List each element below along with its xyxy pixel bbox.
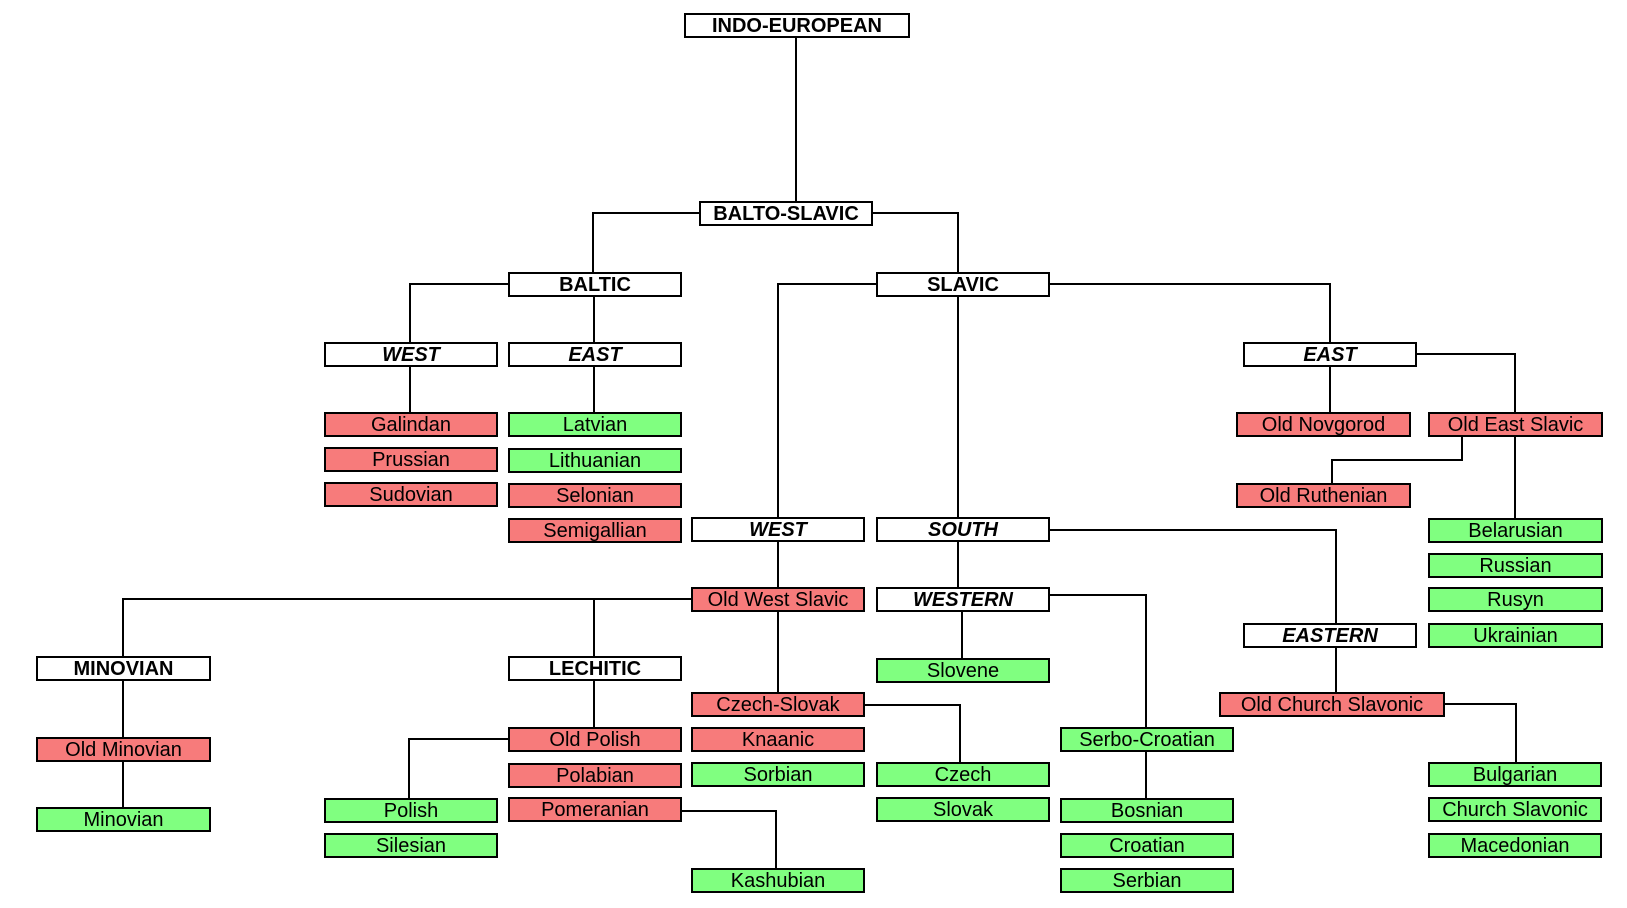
node-old-church-slavonic: Old Church Slavonic xyxy=(1219,692,1445,717)
connector-pomeranian-kashubian xyxy=(681,810,777,868)
node-old-polish: Old Polish xyxy=(508,727,682,752)
node-old-west-slavic: Old West Slavic xyxy=(691,587,865,612)
node-galindan: Galindan xyxy=(324,412,498,437)
node-czech: Czech xyxy=(876,762,1050,787)
connector-western-serbo-croatian xyxy=(1050,594,1147,727)
node-kashubian: Kashubian xyxy=(691,868,865,893)
node-bosnian: Bosnian xyxy=(1060,798,1234,823)
node-slavic-south: SOUTH xyxy=(876,517,1050,542)
node-sorbian: Sorbian xyxy=(691,762,865,787)
node-ukrainian: Ukrainian xyxy=(1428,623,1603,648)
node-sudovian: Sudovian xyxy=(324,482,498,507)
node-macedonian: Macedonian xyxy=(1428,833,1602,858)
node-church-slavonic: Church Slavonic xyxy=(1428,797,1602,822)
node-indo-european: INDO-EUROPEAN xyxy=(684,13,910,38)
connector-balto-slavic-baltic xyxy=(592,212,699,272)
node-croatian: Croatian xyxy=(1060,833,1234,858)
node-pomeranian: Pomeranian xyxy=(508,797,682,822)
node-semigallian: Semigallian xyxy=(508,518,682,543)
node-serbo-croatian: Serbo-Croatian xyxy=(1060,727,1234,752)
node-polabian: Polabian xyxy=(508,763,682,788)
node-latvian: Latvian xyxy=(508,412,682,437)
node-old-novgorod: Old Novgorod xyxy=(1236,412,1411,437)
node-old-ruthenian: Old Ruthenian xyxy=(1236,483,1411,508)
connector-czech-slovak-czech xyxy=(865,704,961,762)
node-baltic: BALTIC xyxy=(508,272,682,297)
node-slovak: Slovak xyxy=(876,797,1050,822)
connector-ocs-bulgarian xyxy=(1445,703,1517,762)
connector-slavic-east xyxy=(1048,283,1331,342)
node-western: WESTERN xyxy=(876,587,1050,612)
node-czech-slovak: Czech-Slovak xyxy=(691,692,865,717)
node-slavic-west: WEST xyxy=(691,517,865,542)
node-lechitic: LECHITIC xyxy=(508,656,682,681)
connector-ows-minovian xyxy=(122,598,691,656)
node-baltic-east: EAST xyxy=(508,342,682,367)
node-polish: Polish xyxy=(324,798,498,823)
node-serbian: Serbian xyxy=(1060,868,1234,893)
node-old-minovian: Old Minovian xyxy=(36,737,211,762)
connector-east-old-east-slavic xyxy=(1416,353,1516,412)
connector-south-eastern xyxy=(1050,529,1337,623)
node-eastern: EASTERN xyxy=(1243,623,1417,648)
node-slavic: SLAVIC xyxy=(876,272,1050,297)
connector-oes-old-ruthenian xyxy=(1331,436,1463,483)
connector-baltic-west xyxy=(409,283,508,342)
node-bulgarian: Bulgarian xyxy=(1428,762,1602,787)
node-balto-slavic: BALTO-SLAVIC xyxy=(699,201,873,226)
node-belarusian: Belarusian xyxy=(1428,518,1603,543)
node-selonian: Selonian xyxy=(508,483,682,508)
node-prussian: Prussian xyxy=(324,447,498,472)
node-rusyn: Rusyn xyxy=(1428,587,1603,612)
node-old-east-slavic: Old East Slavic xyxy=(1428,412,1603,437)
node-silesian: Silesian xyxy=(324,833,498,858)
connector-slavic-west xyxy=(777,283,876,517)
connector-old-polish-polish xyxy=(408,738,508,798)
node-minovian-group: MINOVIAN xyxy=(36,656,211,681)
node-slovene: Slovene xyxy=(876,658,1050,683)
node-lithuanian: Lithuanian xyxy=(508,448,682,473)
node-minovian: Minovian xyxy=(36,807,211,832)
node-knaanic: Knaanic xyxy=(691,727,865,752)
node-baltic-west: WEST xyxy=(324,342,498,367)
node-slavic-east: EAST xyxy=(1243,342,1417,367)
node-russian: Russian xyxy=(1428,553,1603,578)
connector-balto-slavic-slavic xyxy=(873,212,959,272)
